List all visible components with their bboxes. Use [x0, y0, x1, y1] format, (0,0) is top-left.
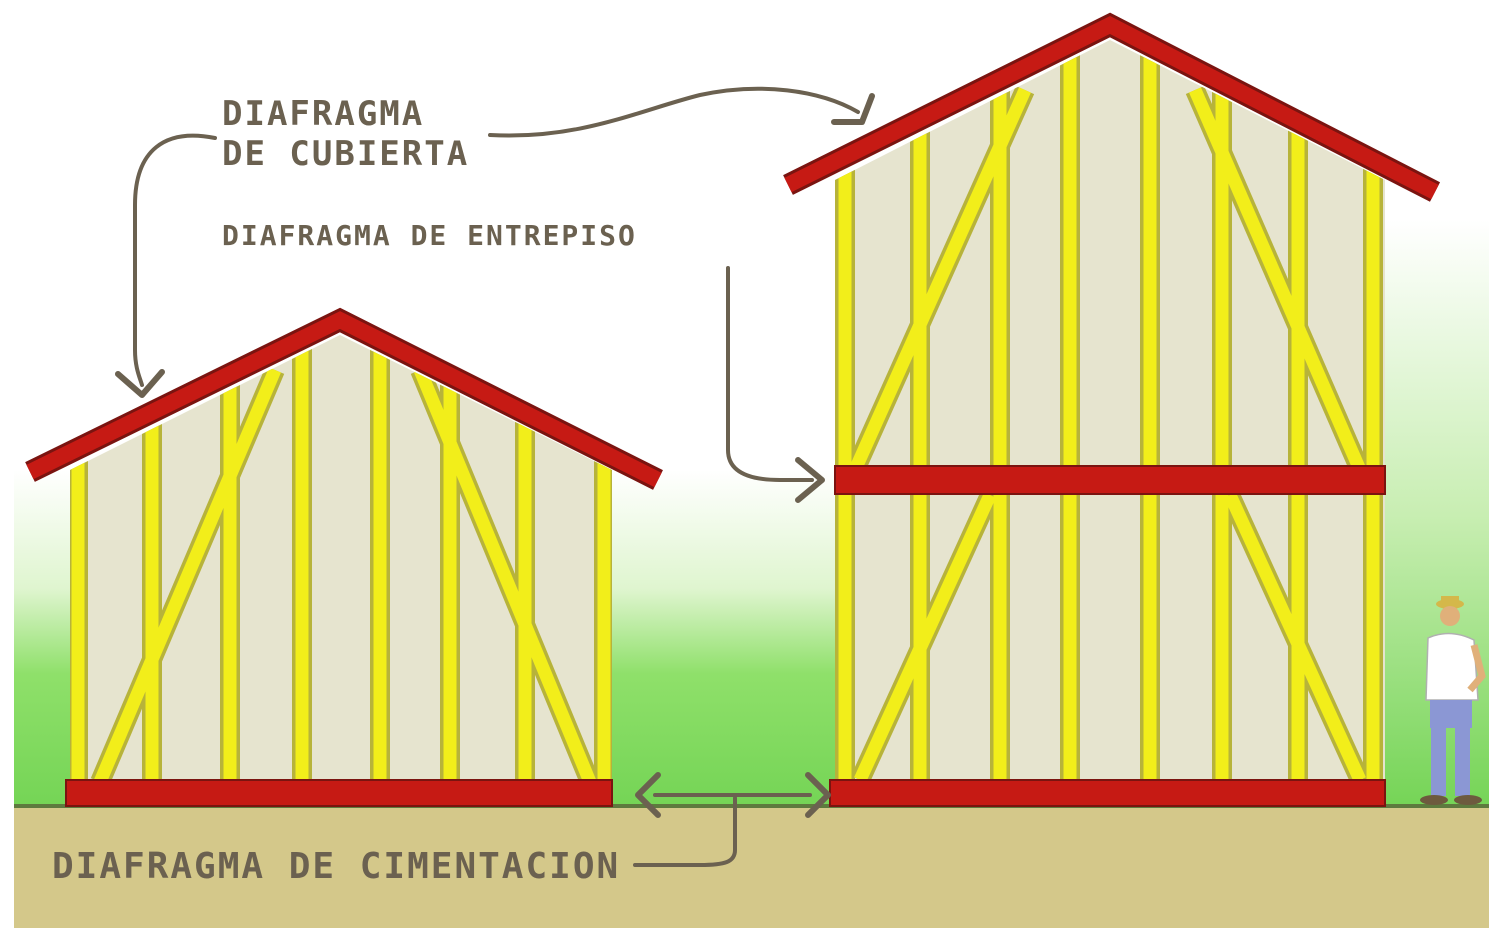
arrow-icon: [635, 772, 661, 818]
house-two-storey: [783, 12, 1441, 807]
house-a-wall: [70, 335, 612, 782]
arrow-icon: [795, 457, 825, 503]
roof-arrow-right: [488, 86, 860, 138]
house-b-frame: [835, 40, 1383, 782]
roof-diaphragm-label-line2: DE CUBIERTA: [222, 134, 469, 174]
arrow-icon: [831, 93, 875, 125]
foundation-diaphragm-label: DIAFRAGMA DE CIMENTACION: [52, 846, 620, 887]
ground: [14, 806, 1489, 928]
house-b-floor-diaphragm: [834, 465, 1386, 495]
roof-diaphragm-label-line1: DIAFRAGMA: [222, 94, 424, 134]
foundation-leader: [633, 796, 737, 867]
floor-arrow: [726, 266, 814, 482]
house-b-foundation-diaphragm: [829, 779, 1386, 807]
house-one-storey: [25, 307, 663, 807]
floor-diaphragm-label: DIAFRAGMA DE ENTREPISO: [222, 219, 637, 252]
worker-figure-icon: [1420, 596, 1486, 805]
house-a-foundation-diaphragm: [65, 779, 613, 807]
arrow-icon: [115, 369, 165, 398]
arrow-icon: [805, 772, 831, 818]
roof-arrow-left: [133, 133, 217, 387]
